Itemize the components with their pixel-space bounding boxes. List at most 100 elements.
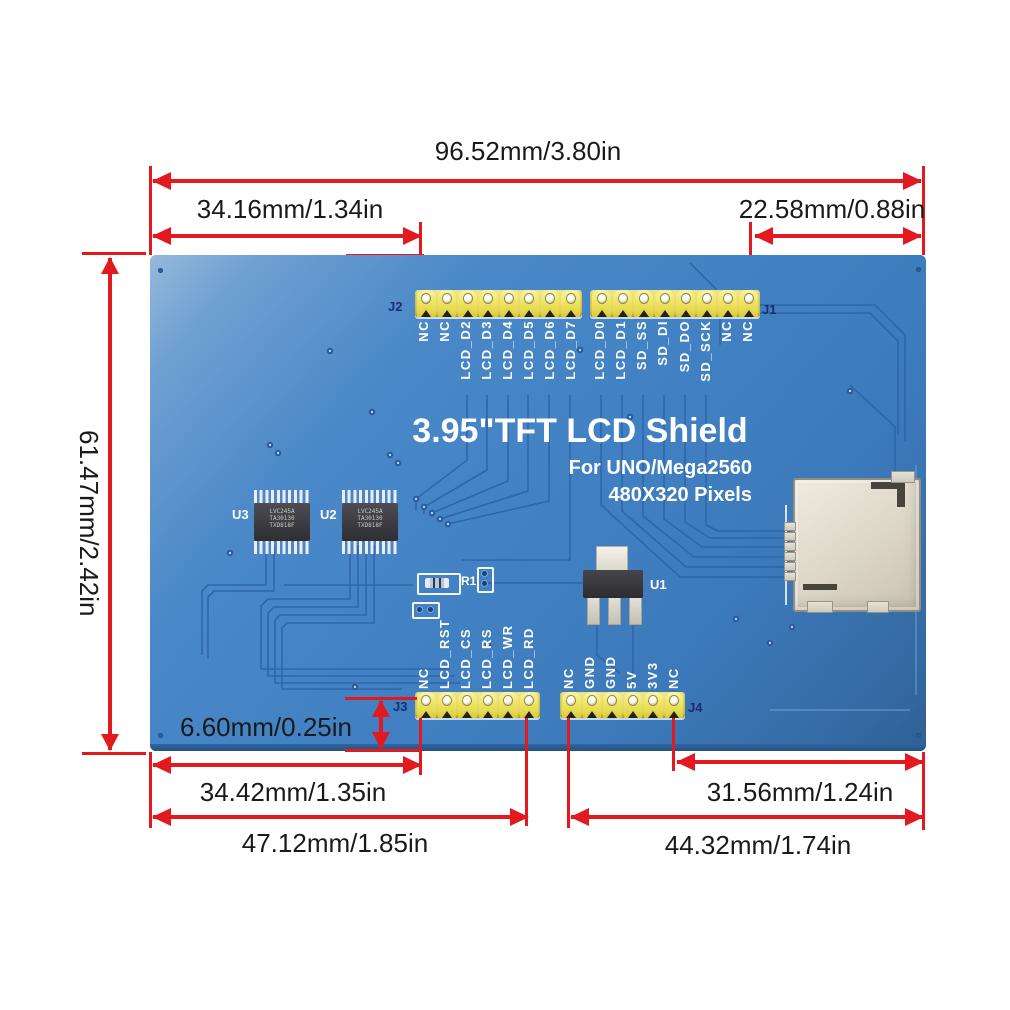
pin-label: LCD_D4 <box>499 320 515 380</box>
pin-label: GND <box>603 655 619 689</box>
chip-pins <box>342 490 398 503</box>
pin-hole <box>463 294 472 303</box>
pin <box>417 692 436 718</box>
pin <box>478 692 497 718</box>
dim-arrow-top-right <box>754 227 922 245</box>
pin-hole <box>442 696 451 705</box>
designator-u1: U1 <box>650 577 667 592</box>
pin-label: LCD_D0 <box>591 320 607 380</box>
dim-extension-line <box>567 718 570 828</box>
dim-arrow-bottom-right-inner <box>676 753 924 771</box>
pin <box>739 290 758 317</box>
pin-hole <box>525 294 534 303</box>
pin <box>603 692 622 718</box>
regulator-leg <box>629 598 642 625</box>
pin-hole <box>618 294 627 303</box>
dim-label-bottom-left-inner: 34.42mm/1.35in <box>199 777 387 807</box>
mounting-hole <box>916 267 921 272</box>
pin-label: LCD_WR <box>499 624 515 689</box>
pin <box>697 290 716 317</box>
footprint-2pad-vertical <box>477 567 494 593</box>
pin-hole <box>484 294 493 303</box>
pin-hole <box>649 696 658 705</box>
pin <box>592 290 611 317</box>
pin-label: NC <box>416 667 432 689</box>
pin-label: LCD_D7 <box>562 320 578 380</box>
pin-label: LCD_D5 <box>520 320 536 380</box>
pin <box>519 692 538 718</box>
pcb-traces <box>201 262 917 711</box>
pin <box>718 290 737 317</box>
pin <box>417 290 436 317</box>
dim-arrow-header-bottom-offset <box>372 700 390 749</box>
dim-label-board-width: 96.52mm/3.80in <box>434 136 622 166</box>
pin-hole <box>442 294 451 303</box>
dim-extension-line <box>149 166 152 255</box>
pin-label: LCD_RST <box>437 618 453 689</box>
footprint-2pad <box>412 602 440 619</box>
header-j3 <box>415 692 540 718</box>
pin <box>499 290 519 317</box>
dim-extension-line <box>419 718 422 775</box>
pin-label: NC <box>740 320 756 342</box>
pin-hole <box>639 294 648 303</box>
pin-label: NC <box>719 320 735 342</box>
pin-label: NC <box>561 667 577 689</box>
regulator-tab <box>596 546 628 573</box>
pin-hole <box>681 294 690 303</box>
pin-hole <box>463 696 472 705</box>
pin <box>458 290 477 317</box>
pin-label: SD_SS <box>634 320 650 371</box>
board-subtitle-1: For UNO/Mega2560 <box>568 457 752 479</box>
dim-label-bottom-right-inner: 31.56mm/1.24in <box>706 777 894 807</box>
header-j4 <box>560 692 685 718</box>
pin <box>634 290 653 317</box>
dim-extension-line <box>922 752 925 830</box>
pin-label: NC <box>416 320 432 342</box>
designator-j4: J4 <box>688 700 703 715</box>
pin-hole <box>723 294 732 303</box>
designator-j3: J3 <box>393 699 408 714</box>
pin-hole <box>660 294 669 303</box>
pin-hole <box>567 696 576 705</box>
pin <box>478 290 498 317</box>
pin <box>562 692 581 718</box>
dim-label-header-bottom-offset: 6.60mm/0.25in <box>180 712 352 742</box>
chip-pins <box>254 541 310 554</box>
pin-label: 3V3 <box>644 661 660 689</box>
pin-hole <box>587 696 596 705</box>
mounting-hole <box>916 733 921 738</box>
pin <box>437 290 457 317</box>
dim-extension-line <box>149 752 152 828</box>
dim-label-bottom-right-outer: 44.32mm/1.74in <box>664 830 852 860</box>
pcb-board: 3.95"TFT LCD Shield For UNO/Mega2560 480… <box>150 255 926 751</box>
mounting-hole <box>158 733 163 738</box>
designator-u3: U3 <box>232 507 249 522</box>
pin-label: LCD_D6 <box>541 320 557 380</box>
dim-arrow-bottom-left-outer <box>152 808 529 826</box>
pin-label: SD_DI <box>655 320 671 366</box>
pin-hole <box>524 696 533 705</box>
dim-arrow-board-height <box>101 257 119 751</box>
designator-u2: U2 <box>320 507 337 522</box>
chip-marking: TA30130 <box>357 515 383 522</box>
pin-label: NC <box>437 320 453 342</box>
pin <box>582 692 601 718</box>
dim-arrow-bottom-left-inner <box>152 756 422 774</box>
dim-extension-line <box>82 752 146 755</box>
pin-label: LCD_D3 <box>479 320 495 380</box>
pin-hole <box>546 294 555 303</box>
dim-extension-line <box>672 718 675 771</box>
pin-label: LCD_RD <box>520 627 536 689</box>
pin <box>458 692 477 718</box>
pin <box>561 290 580 317</box>
dim-extension-line <box>345 749 420 752</box>
chip-marking: LVC245A <box>269 508 295 515</box>
header-j1 <box>590 290 760 317</box>
pin-label: LCD_D1 <box>612 320 628 380</box>
chip-pins <box>342 541 398 554</box>
pin-hole <box>669 696 678 705</box>
pin <box>540 290 560 317</box>
pin-label: 5V <box>623 670 639 689</box>
pin-hole <box>422 696 431 705</box>
